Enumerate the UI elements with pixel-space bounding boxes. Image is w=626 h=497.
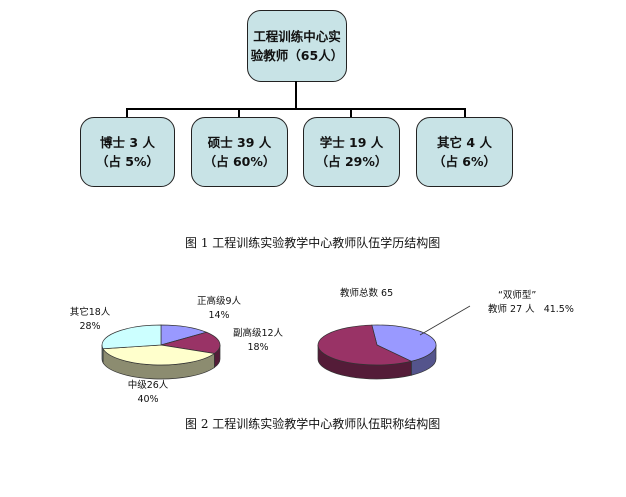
child-node-bachelor: 学士 19 人 （占 29%） bbox=[303, 117, 400, 187]
figure-1-caption: 图 1 工程训练实验教学中心教师队伍学历结构图 bbox=[185, 236, 441, 250]
connector-horizontal bbox=[126, 108, 466, 110]
child-node-doctor: 博士 3 人 （占 5%） bbox=[80, 117, 175, 187]
connector-child-4 bbox=[464, 108, 466, 118]
child-node-pct: （占 6%） bbox=[432, 154, 497, 169]
connector-root-down bbox=[295, 81, 297, 109]
pie2-leader-line bbox=[419, 305, 471, 336]
label-zhongji-pct: 40% bbox=[137, 394, 159, 405]
pie1-slice-0 bbox=[160, 324, 208, 346]
pie2-annotation: “双师型” 教师 27 人 41.5% bbox=[488, 289, 574, 317]
label-qita: 其它18人 28% bbox=[64, 306, 116, 334]
connector-child-2 bbox=[238, 108, 240, 118]
label-zhongji: 中级26人 40% bbox=[118, 379, 178, 407]
label-zhongji-name: 中级26人 bbox=[127, 380, 169, 391]
label-zhenggao: 正高级9人 14% bbox=[190, 295, 248, 323]
figure-2-caption: 图 2 工程训练实验教学中心教师队伍职称结构图 bbox=[185, 417, 441, 431]
child-node-name: 其它 4 人 bbox=[437, 135, 492, 150]
child-node-other: 其它 4 人 （占 6%） bbox=[416, 117, 513, 187]
root-node-line1: 工程训练中心实 bbox=[253, 29, 341, 44]
label-qita-name: 其它18人 bbox=[69, 307, 111, 318]
child-node-name: 博士 3 人 bbox=[100, 135, 155, 150]
child-node-name: 学士 19 人 bbox=[319, 135, 384, 150]
root-node: 工程训练中心实 验教师（65人） bbox=[247, 10, 347, 82]
label-fugao-name: 副高级12人 bbox=[232, 328, 284, 339]
child-node-pct: （占 60%） bbox=[203, 154, 276, 169]
pie2-slice-1 bbox=[317, 324, 413, 366]
child-node-pct: （占 5%） bbox=[95, 154, 160, 169]
pie2-annotation-line2: 教师 27 人 41.5% bbox=[488, 303, 574, 317]
label-fugao: 副高级12人 18% bbox=[226, 327, 290, 355]
connector-child-3 bbox=[350, 108, 352, 118]
child-node-master: 硕士 39 人 （占 60%） bbox=[191, 117, 288, 187]
pie1-slice-2 bbox=[102, 344, 216, 366]
label-zhenggao-name: 正高级9人 bbox=[196, 296, 242, 307]
child-node-pct: （占 29%） bbox=[315, 154, 388, 169]
pie2-annotation-count: 教师 27 人 bbox=[488, 304, 535, 315]
label-zhenggao-pct: 14% bbox=[208, 310, 230, 321]
root-node-line2: 验教师（65人） bbox=[250, 48, 344, 63]
pie2-slice-0 bbox=[371, 324, 437, 362]
pie1-slice-1 bbox=[160, 331, 221, 354]
pie2-annotation-pct: 41.5% bbox=[543, 304, 574, 315]
connector-child-1 bbox=[126, 108, 128, 118]
pie1-slice-3 bbox=[101, 324, 162, 350]
label-fugao-pct: 18% bbox=[247, 342, 269, 353]
child-node-name: 硕士 39 人 bbox=[207, 135, 272, 150]
label-qita-pct: 28% bbox=[79, 321, 101, 332]
pie2-title: 教师总数 65 bbox=[340, 288, 394, 299]
pie2-annotation-line1: “双师型” bbox=[498, 290, 537, 301]
